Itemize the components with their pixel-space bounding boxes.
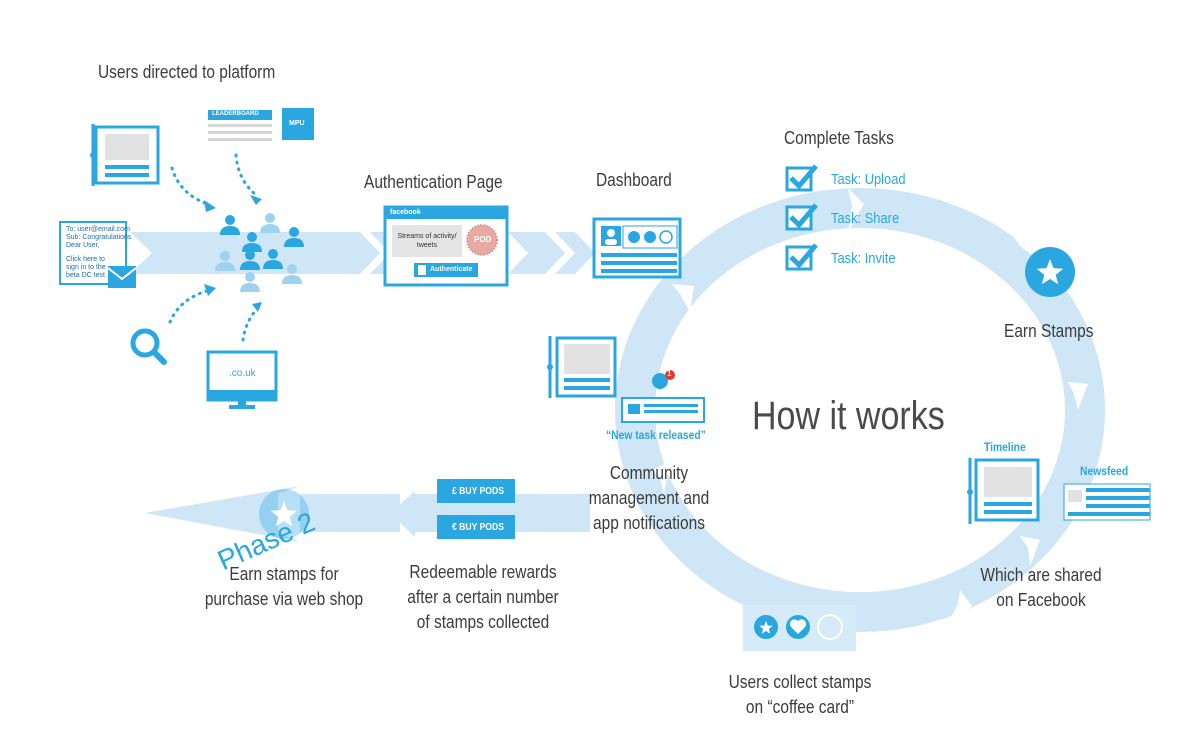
newsfeed-mockup [1063,483,1151,521]
earn-stamps-label: Earn Stamps [1004,321,1094,341]
checkmark-icon [789,203,818,229]
buy-pods-eur-label[interactable]: € BUY PODS [452,522,504,533]
notification-mockup [547,336,705,423]
people-cluster-icon [215,213,304,292]
email-text: To: user@email.com Sub: Congratulations … [66,226,131,280]
mpu-ad-icon [282,108,314,140]
rewards-line-3: of stamps collected [416,612,550,632]
checkbox-icon [785,205,813,231]
person-icon [245,272,255,282]
community-line-1: Community [609,463,689,483]
new-task-quote: “New task released” [606,428,706,442]
email-body: Click here to sign in to the beta DC tes… [66,256,106,279]
person-icon [225,215,235,225]
complete-tasks-heading: Complete Tasks [784,128,894,148]
earn-stamps-star-icon [1025,247,1075,297]
person-body-icon [220,226,240,235]
shared-label: Which are shared on Facebook [955,563,1127,613]
person-icon [245,250,255,260]
leaderboard-ad-icon [208,110,272,141]
buy-pods-gbp-label[interactable]: £ BUY PODS [452,486,504,497]
person-icon [289,227,299,237]
community-line-3: app notifications [593,513,705,533]
timeline-mockup [967,458,1040,524]
person-body-icon [282,275,302,284]
buy-pods-gbp-button[interactable] [437,479,515,503]
person-body-icon [240,261,260,270]
community-label: Community management and app notificatio… [563,461,735,536]
shared-line-1: Which are shared [980,565,1102,585]
newsfeed-label: Newsfeed [1080,464,1129,478]
rewards-line-1: Redeemable rewards [409,562,557,582]
leaderboard-text: LEADERBOARD [212,111,259,117]
task-checkboxes [785,164,818,271]
person-body-icon [260,224,280,233]
dashboard-mockup [592,217,682,279]
shared-line-2: on Facebook [996,590,1086,610]
email-card-icon [59,221,137,288]
person-body-icon [284,238,304,247]
collect-line-1: Users collect stamps [728,672,872,692]
rewards-line-2: after a certain number [407,587,559,607]
phase2-star-icon [259,489,309,539]
coffee-card-mockup [743,605,856,651]
loop-chevrons [652,188,1088,630]
users-directed-label: Users directed to platform [98,62,276,82]
person-icon [265,213,275,223]
auth-streams-text: Streams of activity/ tweets [397,233,457,249]
person-icon [287,264,297,274]
auth-page-label: Authentication Page [364,172,503,192]
auth-pod-badge: POD [474,235,492,244]
buy-pods-eur-button[interactable] [437,515,515,539]
auth-facebook-header: facebook [390,209,421,216]
checkmark-icon [789,243,818,269]
checkbox-icon [785,245,813,271]
collect-label: Users collect stamps on “coffee card” [714,670,886,720]
task-upload: Task: Upload [831,171,906,188]
flow-arrows [130,232,595,542]
person-body-icon [240,283,260,292]
person-body-icon [242,243,262,252]
person-body-icon [263,260,283,269]
email-subject: Sub: Congratulations [66,234,132,241]
phase2-line-1: Earn stamps for [229,564,339,584]
notification-count: 1 [667,369,672,378]
checkbox-icon [785,166,813,192]
rewards-label: Redeemable rewards after a certain numbe… [397,560,569,635]
browser-window-icon [90,124,160,186]
checkmark-icon [789,164,818,190]
phase2-label: Earn stamps for purchase via web shop [198,562,370,612]
search-icon [130,328,167,365]
email-greeting: Dear User, [66,242,100,249]
community-line-2: management and [588,488,710,508]
authenticate-button[interactable]: Authenticate [430,266,473,273]
person-icon [220,251,230,261]
auth-page-mockup [383,205,509,287]
person-icon [268,249,278,259]
person-body-icon [215,262,235,271]
dashboard-label: Dashboard [596,170,672,190]
phase2-line-2: purchase via web shop [204,589,364,609]
collect-line-2: on “coffee card” [745,697,855,717]
timeline-label: Timeline [984,440,1026,454]
mpu-text: MPU [289,120,305,127]
site-domain: .co.uk [229,368,256,379]
task-share: Task: Share [831,210,900,227]
monitor-icon [206,350,278,409]
dotted-arrow-heads [204,195,262,312]
page-title: How it works [752,394,945,438]
person-icon [247,232,257,242]
email-to: To: user@email.com [66,226,130,233]
task-invite: Task: Invite [831,250,896,267]
